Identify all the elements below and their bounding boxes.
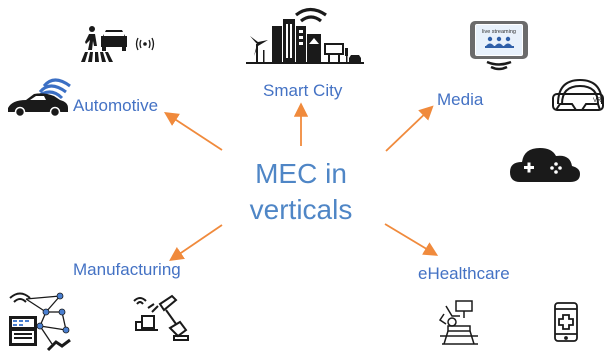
center-title-line1: MEC in (255, 158, 347, 189)
arrow-to-media (385, 105, 434, 152)
label-smart-city: Smart City (263, 81, 343, 100)
label-media: Media (437, 90, 484, 109)
arrow-to-automotive (163, 112, 223, 151)
center-title-line2: verticals (249, 194, 353, 225)
center-title: MEC in verticals (226, 156, 376, 228)
arrow-to-ehealthcare (384, 223, 439, 256)
label-automotive: Automotive (73, 96, 159, 115)
label-ehealthcare: eHealthcare (418, 264, 510, 283)
arrow-to-manufacturing (169, 224, 223, 262)
label-manufacturing: Manufacturing (73, 260, 181, 279)
